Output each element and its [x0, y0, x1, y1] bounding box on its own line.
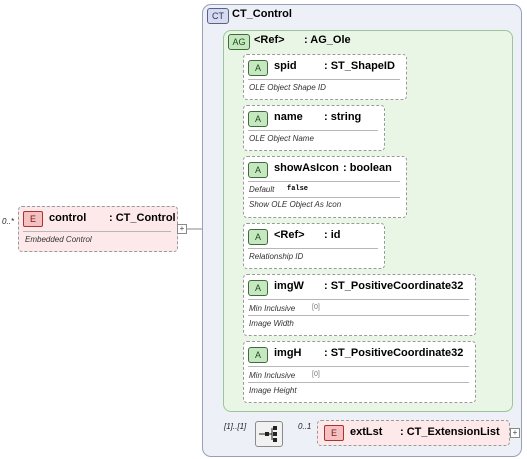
control-name: control	[49, 212, 87, 224]
complex-type-badge: CT	[207, 8, 229, 24]
facet-label: Min Inclusive	[249, 304, 296, 313]
attribute-type: : id	[324, 229, 341, 241]
attribute-badge: A	[248, 280, 268, 296]
divider	[248, 382, 469, 383]
element-badge: E	[23, 211, 43, 227]
sequence-icon	[259, 426, 277, 442]
attribute-name-box[interactable]: A name : string OLE Object Name	[243, 105, 385, 151]
control-type: : CT_Control	[109, 212, 176, 224]
divider	[248, 248, 378, 249]
attribute-doc: Relationship ID	[249, 252, 304, 261]
extlst-element-box[interactable]: E extLst : CT_ExtensionList	[317, 420, 510, 446]
attribute-doc: Image Height	[249, 386, 297, 395]
extlst-name: extLst	[350, 426, 383, 438]
facet-value: [0]	[312, 371, 320, 378]
attribute-badge: A	[248, 111, 268, 127]
control-doc: Embedded Control	[25, 235, 92, 244]
attribute-imgh[interactable]: A imgH : ST_PositiveCoordinate32 Min Inc…	[243, 341, 476, 403]
extlst-type: : CT_ExtensionList	[400, 426, 500, 438]
extlst-occurs: 0..1	[298, 422, 312, 431]
attribute-doc: OLE Object Shape ID	[249, 83, 326, 92]
attribute-badge: A	[248, 60, 268, 76]
attribute-doc: OLE Object Name	[249, 134, 314, 143]
expand-control-button[interactable]: +	[177, 224, 187, 234]
attribute-name: showAsIcon	[274, 162, 339, 174]
divider	[248, 366, 469, 367]
divider	[248, 197, 400, 198]
complex-type-title: CT_Control	[232, 8, 292, 20]
attribute-name: name	[274, 111, 303, 123]
attribute-type: : string	[324, 111, 362, 123]
attribute-imgw[interactable]: A imgW : ST_PositiveCoordinate32 Min Inc…	[243, 274, 476, 336]
sequence-compositor[interactable]	[255, 421, 283, 447]
element-badge: E	[324, 425, 344, 441]
divider	[248, 79, 400, 80]
divider	[248, 181, 400, 182]
attribute-showasicon[interactable]: A showAsIcon : boolean Default false Sho…	[243, 156, 407, 218]
default-value: false	[287, 185, 309, 193]
sequence-occurs: [1]..[1]	[224, 422, 247, 431]
divider	[23, 231, 171, 232]
attribute-doc: Show OLE Object As Icon	[249, 200, 342, 209]
attribute-name: imgH	[274, 347, 302, 359]
attribute-group-ref: <Ref>	[254, 34, 285, 46]
attribute-type: : ST_ShapeID	[324, 60, 395, 72]
expand-extlst-button[interactable]: +	[510, 428, 520, 438]
facet-label: Min Inclusive	[249, 371, 296, 380]
attribute-group-badge: AG	[228, 34, 250, 50]
default-label: Default	[249, 185, 275, 194]
attribute-name: spid	[274, 60, 297, 72]
attribute-type: : ST_PositiveCoordinate32	[324, 280, 464, 292]
attribute-badge: A	[248, 229, 268, 245]
control-element-box[interactable]: E control : CT_Control Embedded Control	[18, 206, 178, 252]
attribute-type: : ST_PositiveCoordinate32	[324, 347, 464, 359]
attribute-name: <Ref>	[274, 229, 305, 241]
attribute-type: : boolean	[343, 162, 392, 174]
divider	[248, 299, 469, 300]
attribute-name: imgW	[274, 280, 304, 292]
attribute-badge: A	[248, 347, 268, 363]
attribute-spid[interactable]: A spid : ST_ShapeID OLE Object Shape ID	[243, 54, 407, 100]
attribute-group-name: : AG_Ole	[304, 34, 351, 46]
divider	[248, 130, 378, 131]
attribute-ref-id[interactable]: A <Ref> : id Relationship ID	[243, 223, 385, 269]
attribute-badge: A	[248, 162, 268, 178]
control-occurs: 0..*	[2, 217, 15, 226]
divider	[248, 315, 469, 316]
attribute-doc: Image Width	[249, 319, 294, 328]
facet-value: [0]	[312, 304, 320, 311]
